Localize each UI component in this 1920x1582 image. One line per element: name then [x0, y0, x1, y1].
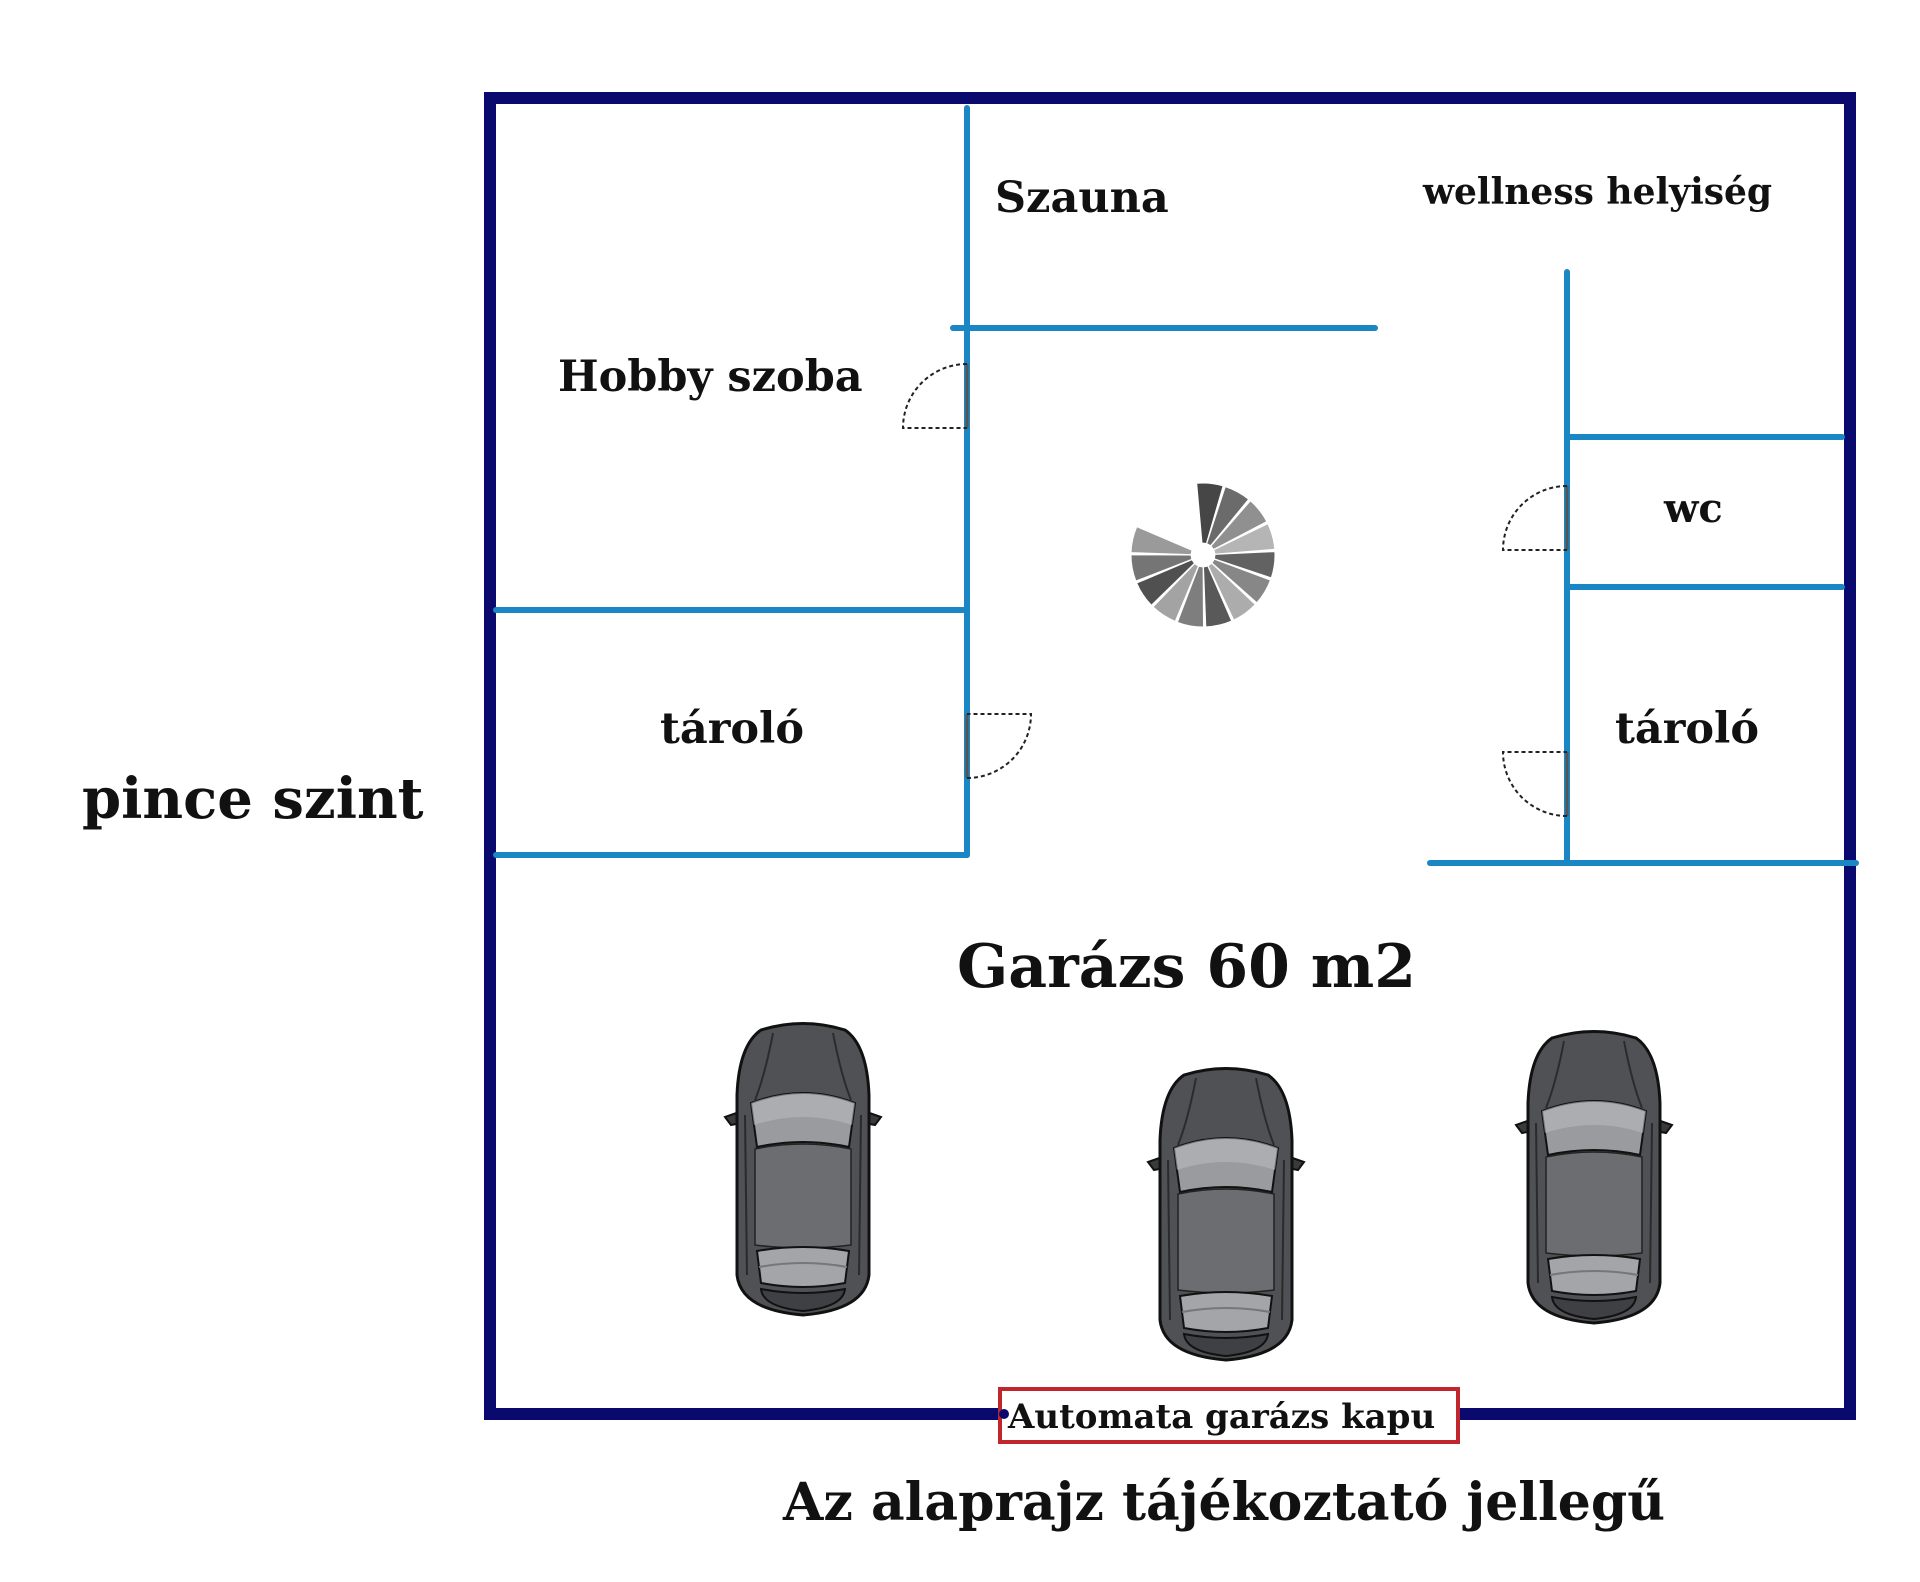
door-swing-icon [1501, 485, 1569, 551]
garage-cars [723, 1022, 1674, 1362]
outer-walls [484, 92, 1856, 1420]
disclaimer-text: Az alaprajz tájékoztató jellegű [782, 1472, 1665, 1533]
stair-step [1176, 565, 1205, 628]
stair-step [1130, 554, 1193, 582]
stair-step [1213, 551, 1276, 579]
stair-step [1206, 485, 1250, 547]
stair-step [1136, 559, 1196, 606]
stair-core [1191, 543, 1215, 567]
stair-step [1207, 562, 1257, 621]
stair-step [1211, 558, 1272, 604]
car-icon [1146, 1067, 1306, 1362]
room-label-wellness: wellness helyiség [1422, 171, 1772, 213]
room-label-garage: Garázs 60 m2 [957, 932, 1416, 1002]
stair-step [1213, 523, 1276, 555]
room-label-storage-left: tároló [660, 704, 804, 754]
gate-hinge-left [999, 1409, 1009, 1419]
room-label-wc: wc [1663, 485, 1723, 532]
stair-step [1210, 500, 1268, 551]
gate-label: Automata garázs kapu [1007, 1397, 1435, 1437]
room-label-hobby: Hobby szoba [558, 352, 863, 402]
room-label-sauna: Szauna [995, 173, 1169, 223]
spiral-stair-icon [1130, 482, 1276, 628]
garage-gate-box [998, 1387, 1460, 1444]
room-label-storage-right: tároló [1615, 704, 1759, 754]
door-swing-icon [1501, 751, 1569, 817]
inner-walls [493, 105, 1859, 866]
door-swing-icon [901, 363, 969, 429]
level-label: pince szint [82, 766, 424, 832]
doors [901, 363, 1569, 817]
stair-step [1130, 526, 1193, 556]
stair-step [1196, 482, 1224, 545]
car-icon [723, 1022, 883, 1317]
outer-wall-main [484, 92, 1856, 1420]
stair-step [1152, 562, 1200, 623]
door-swing-icon [965, 713, 1033, 779]
car-icon [1514, 1030, 1674, 1325]
stair-step [1202, 565, 1233, 628]
